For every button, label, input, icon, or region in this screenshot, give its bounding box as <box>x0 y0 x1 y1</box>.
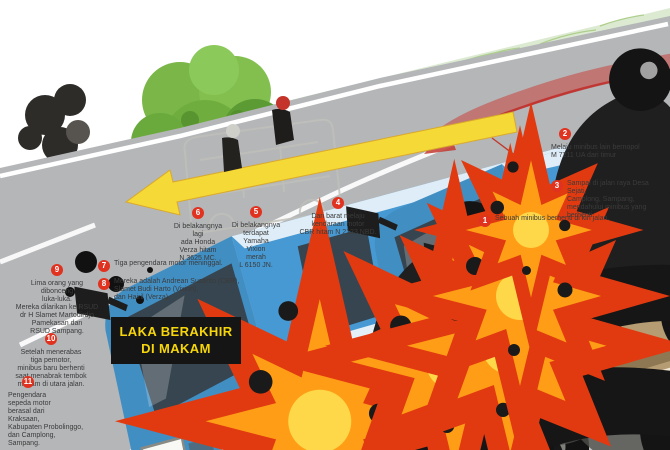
step-1: 1 Sebuah minibus berhenti di kiri jalan. <box>479 215 629 227</box>
step-3-badge: 3 <box>551 180 563 192</box>
step-10-badge: 10 <box>45 333 57 345</box>
step-4-badge: 4 <box>332 197 344 209</box>
step-3-text: Sampai di jalan raya Desa Sejati, Camplo… <box>567 180 649 220</box>
step-6: 6 Di belakangnya lagi ada Honda Verza hi… <box>166 207 230 263</box>
step-4-text: Dari barat melaju kendaraan motor CBR hi… <box>299 213 377 237</box>
step-4: 4 Dari barat melaju kendaraan motor CBR … <box>297 197 379 237</box>
step-11-text: Pengendara sepeda motor berasal dari Kra… <box>8 392 84 448</box>
debris <box>65 251 153 304</box>
step-10-text: Setelah menerabas tiga pemotor, minibus … <box>15 349 87 389</box>
direction-arrow-icon <box>124 111 518 216</box>
step-6-text: Di belakangnya lagi ada Honda Verza hita… <box>173 223 223 263</box>
step-10: 10 Setelah menerabas tiga pemotor, minib… <box>6 333 96 389</box>
step-9-text: Lima orang yang dibonceng luka-luka. Mer… <box>15 280 99 336</box>
step-8-badge: 8 <box>98 278 110 290</box>
step-11-badge: 11 <box>22 376 34 388</box>
step-2: 2 Melaju minibus lain bernopol M 7211 UA… <box>551 128 661 160</box>
rider-silhouettes <box>222 96 294 172</box>
step-5-text: Di belakangnya terdapat Yamaha Vixion me… <box>231 222 281 270</box>
step-1-badge: 1 <box>479 215 491 227</box>
step-5-badge: 5 <box>250 206 262 218</box>
step-7-text: Tiga pengendara motor meninggal. <box>114 260 223 267</box>
step-8: 8 Mereka adalah Andrean Susanto (CBR), S… <box>98 278 248 302</box>
step-8-text: Mereka adalah Andrean Susanto (CBR), Sla… <box>114 278 240 302</box>
step-2-text: Melaju minibus lain bernopol M 7211 UA d… <box>551 144 640 160</box>
step-7: 7 Tiga pengendara motor meninggal. <box>98 260 248 272</box>
step-6-badge: 6 <box>192 207 204 219</box>
step-5: 5 Di belakangnya terdapat Yamaha Vixion … <box>225 206 287 270</box>
infographic-title: LAKA BERAKHIR DI MAKAM <box>111 317 241 364</box>
step-2-badge: 2 <box>559 128 571 140</box>
step-7-badge: 7 <box>98 260 110 272</box>
step-9-badge: 9 <box>51 264 63 276</box>
step-3: 3 Sampai di jalan raya Desa Sejati, Camp… <box>551 180 669 220</box>
step-1-text: Sebuah minibus berhenti di kiri jalan. <box>495 215 610 222</box>
step-11: 11 Pengendara sepeda motor berasal dari … <box>8 376 92 448</box>
step-9: 9 Lima orang yang dibonceng luka-luka. M… <box>14 264 100 336</box>
